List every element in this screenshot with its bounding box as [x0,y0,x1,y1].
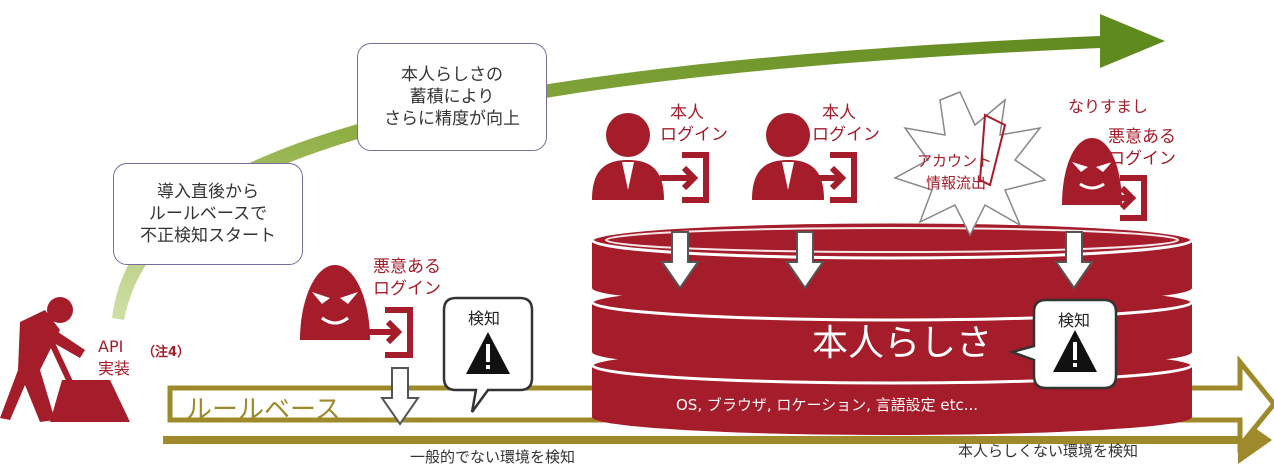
intro-callout: 導入直後から ルールベースで 不正検知スタート [113,163,303,265]
login-door-icon-3 [1100,175,1147,221]
user-icon-1 [592,113,664,200]
down-arrow-1 [660,231,700,290]
stack-subtitle: OS, ブラウザ, ロケーション, 言語設定 etc... [676,396,978,414]
knife-icon [978,113,1007,187]
login-door-icon-left [368,307,413,358]
down-arrow-3 [1054,231,1094,290]
detect-label-left: 検知 [468,309,500,328]
attacker-icon-left [300,265,370,340]
not-self-env-label: 本人らしくない環境を検知 [958,442,1138,460]
self-login-label-2: 本人 ログイン [812,103,880,145]
growth-arrow-head [1100,14,1165,68]
construction-worker-icon [0,297,130,422]
login-door-icon-2 [808,152,857,203]
impersonation-label: なりすまし [1068,97,1148,116]
detect-bubble-left [442,296,534,413]
stack-title: 本人らしさ [812,323,992,364]
unusual-env-label: 一般的でない環境を検知 [410,448,575,465]
account-leak-label: アカウント 情報流出 [917,152,997,192]
login-door-icon-1 [660,152,709,203]
malicious-login-label-right: 悪意ある ログイン [1108,127,1181,169]
rule-base-label: ルールベース [186,395,341,425]
user-icon-2 [752,113,824,200]
down-arrow-2 [785,231,825,290]
attacker-icon-right [1062,138,1122,205]
detect-label-right: 検知 [1058,311,1090,330]
down-arrow-left [380,367,420,426]
api-label: API 実装 [98,337,130,378]
detect-bubble-right [1007,298,1118,390]
malicious-login-label-left: 悪意ある ログイン [373,257,446,299]
self-login-label-1: 本人 ログイン [660,103,728,145]
accumulation-callout: 本人らしさの 蓄積により さらに精度が向上 [357,43,547,151]
note-label: （注4） [142,344,190,360]
leak-burst-icon [893,91,1047,237]
